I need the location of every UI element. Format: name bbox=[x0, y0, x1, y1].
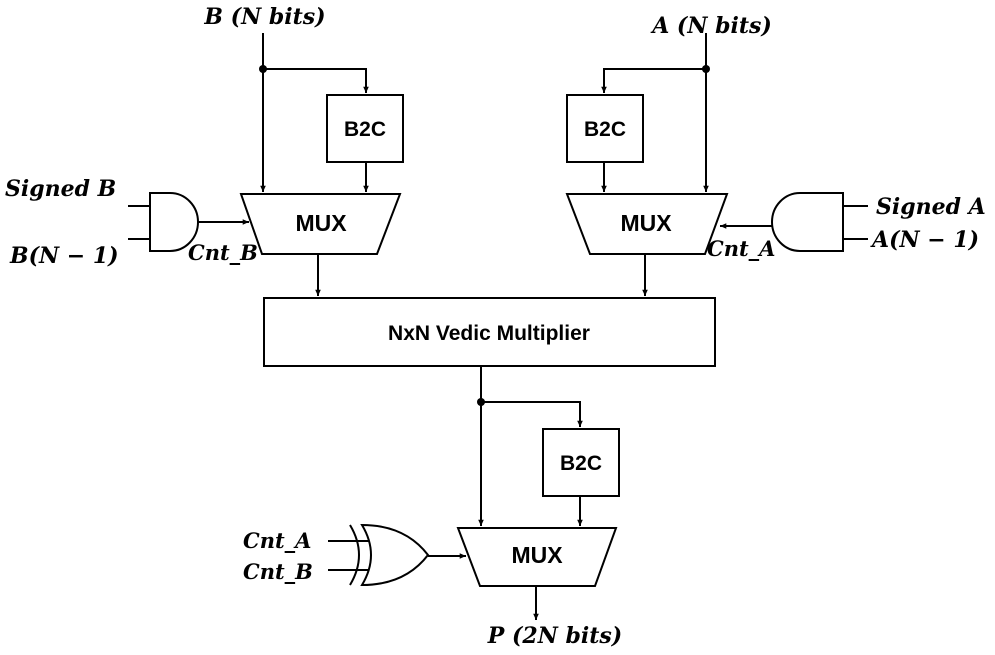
and-gate-b bbox=[149, 192, 199, 252]
and-gate-a bbox=[771, 192, 844, 252]
label-cnt-b: Cnt_B bbox=[188, 240, 258, 265]
b2c-block-b bbox=[326, 94, 404, 163]
b2c-label-b: B2C bbox=[344, 118, 386, 141]
b2c-label-a: B2C bbox=[584, 118, 626, 141]
label-signed-b: Signed B bbox=[5, 176, 116, 202]
mux-label-p: MUX bbox=[511, 542, 563, 568]
xor-gate bbox=[360, 523, 430, 587]
mux-p bbox=[456, 527, 618, 587]
mux-label-b: MUX bbox=[295, 210, 347, 236]
xor-gate-input-arc bbox=[349, 524, 360, 586]
wire-mult-to-b2c bbox=[481, 401, 583, 427]
label-cnt-a: Cnt_A bbox=[707, 236, 775, 261]
label-xor-in-a: Cnt_A bbox=[243, 528, 311, 553]
label-a-msb: A(N − 1) bbox=[870, 227, 979, 253]
b2c-label-p: B2C bbox=[560, 452, 602, 475]
b2c-block-p bbox=[542, 428, 620, 497]
vedic-multiplier-block bbox=[263, 297, 716, 367]
label-signed-a: Signed A bbox=[876, 194, 986, 220]
mux-label-a: MUX bbox=[620, 210, 672, 236]
label-a-input: A (N bits) bbox=[650, 13, 772, 39]
mux-a bbox=[565, 193, 729, 255]
label-xor-in-b: Cnt_B bbox=[243, 559, 313, 584]
label-p-output: P (2N bits) bbox=[487, 623, 622, 649]
vedic-multiplier-label: NxN Vedic Multiplier bbox=[388, 322, 590, 345]
mux-b bbox=[239, 193, 402, 255]
wire-a-to-b2c bbox=[601, 68, 706, 93]
wire-b-to-b2c bbox=[263, 68, 369, 93]
label-b-input: B (N bits) bbox=[203, 4, 325, 30]
label-b-msb: B(N − 1) bbox=[9, 243, 119, 269]
